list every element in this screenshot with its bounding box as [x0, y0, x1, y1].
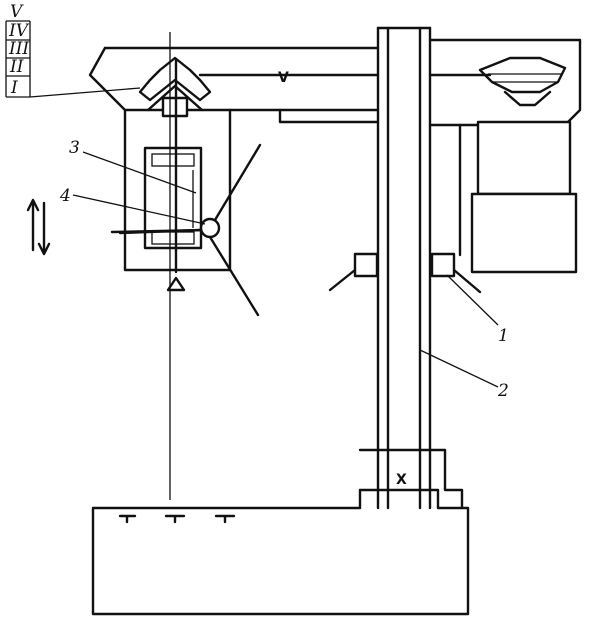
column-cross-mark: X — [396, 472, 407, 488]
callout-4: 4 — [59, 186, 71, 206]
direction-mark: V — [278, 70, 289, 86]
motor — [458, 120, 578, 274]
callouts: 3 4 1 2 — [59, 138, 509, 401]
column-socket — [358, 448, 464, 510]
column-clamp-left[interactable] — [328, 252, 379, 292]
speed-level-iii: III — [8, 39, 29, 59]
callout-2: 2 — [497, 381, 509, 401]
machine-base — [91, 488, 470, 616]
step-cone-pulley — [478, 56, 567, 107]
vertical-travel-arrows — [26, 198, 51, 256]
leader-line-speed — [29, 87, 141, 98]
speed-level-v: V — [10, 2, 24, 22]
speed-level-iv: IV — [8, 21, 30, 41]
feed-handwheel[interactable] — [118, 143, 262, 317]
speed-level-i: I — [10, 78, 18, 98]
speed-level-ii: II — [9, 57, 24, 77]
speed-level-table: V IV III II I — [5, 2, 141, 98]
spindle — [166, 32, 186, 500]
column: X — [376, 26, 432, 510]
callout-1: 1 — [498, 326, 509, 346]
column-clamp-right[interactable] — [430, 252, 482, 294]
callout-3: 3 — [69, 138, 80, 158]
